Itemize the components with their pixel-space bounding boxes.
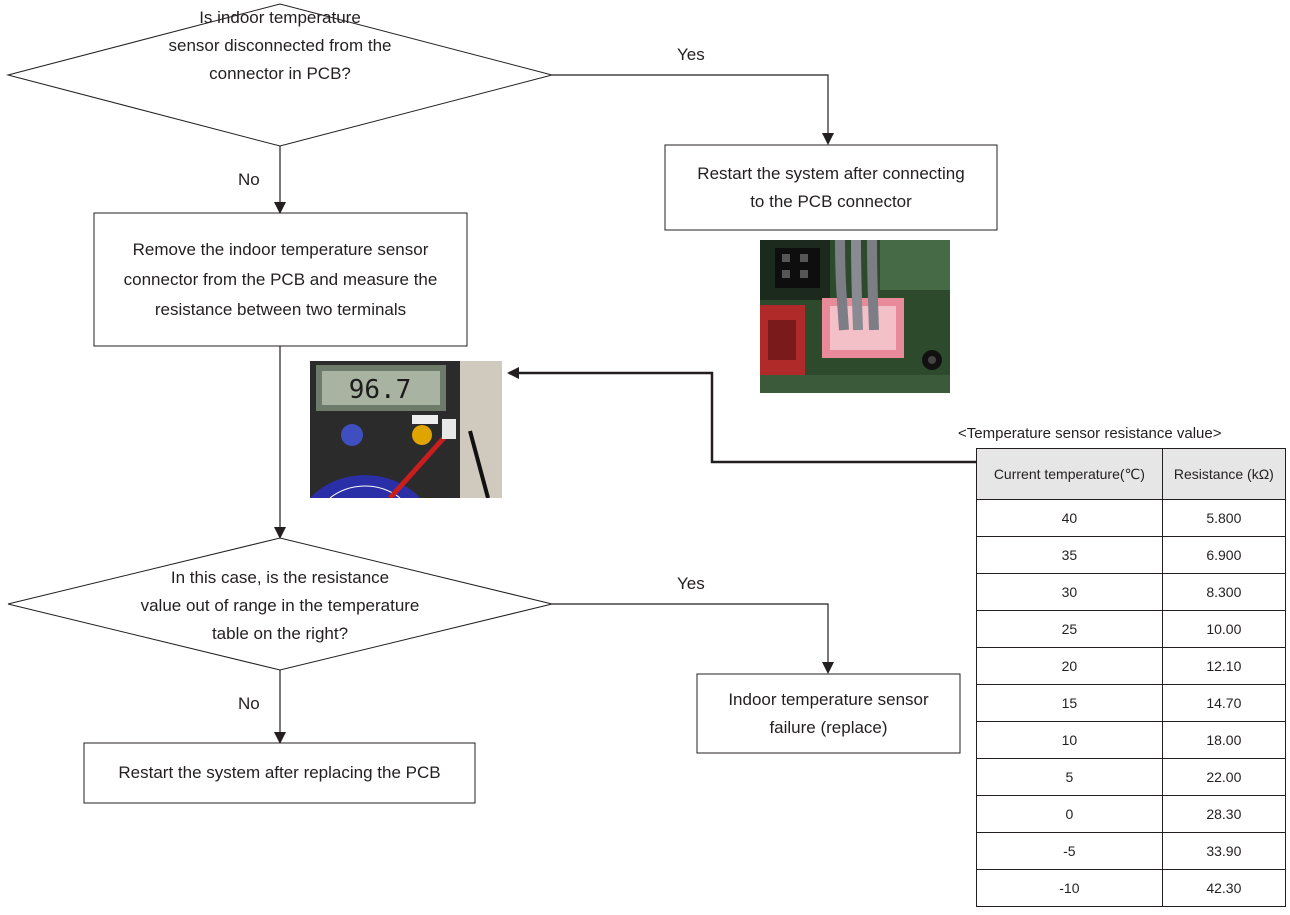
measure-box [93, 212, 468, 347]
replace-pcb-text: Restart the system after replacing the P… [118, 763, 441, 782]
decision1-text: Is indoor temperature sensor disconnecte… [168, 8, 392, 83]
table-title: <Temperature sensor resistance value> [958, 425, 1222, 442]
reconnect-text: Restart the system after connecting to t… [697, 163, 965, 211]
yes-label-1: Yes [677, 45, 705, 64]
measure-text: Remove the indoor temperature sensor con… [123, 239, 438, 319]
pcb-connector-photo [760, 240, 950, 393]
header-resistance: Resistance (kΩ) [1161, 448, 1287, 500]
decision2-text: In this case, is the resistance value ou… [140, 568, 420, 643]
table-header-row: Current temperature(℃) Resistance (kΩ) [976, 448, 1287, 500]
replace-sensor-box [696, 673, 961, 754]
yes-connector-1 [552, 74, 834, 145]
replace-pcb-box [83, 742, 476, 804]
yes-label-2: Yes [677, 574, 705, 593]
multimeter-photo: 96.7 [310, 361, 502, 498]
yes-connector-2 [552, 603, 834, 674]
no-label-2: No [238, 694, 260, 713]
resistance-table: Current temperature(℃) Resistance (kΩ) 4… [976, 448, 1287, 907]
replace-sensor-text: Indoor temperature sensor failure (repla… [728, 689, 929, 737]
multimeter-display: 96.7 [349, 375, 412, 405]
table-to-photo-connector [507, 367, 976, 464]
no-label-1: No [238, 170, 260, 189]
header-temperature: Current temperature(℃) [976, 448, 1163, 500]
reconnect-box [664, 144, 998, 231]
